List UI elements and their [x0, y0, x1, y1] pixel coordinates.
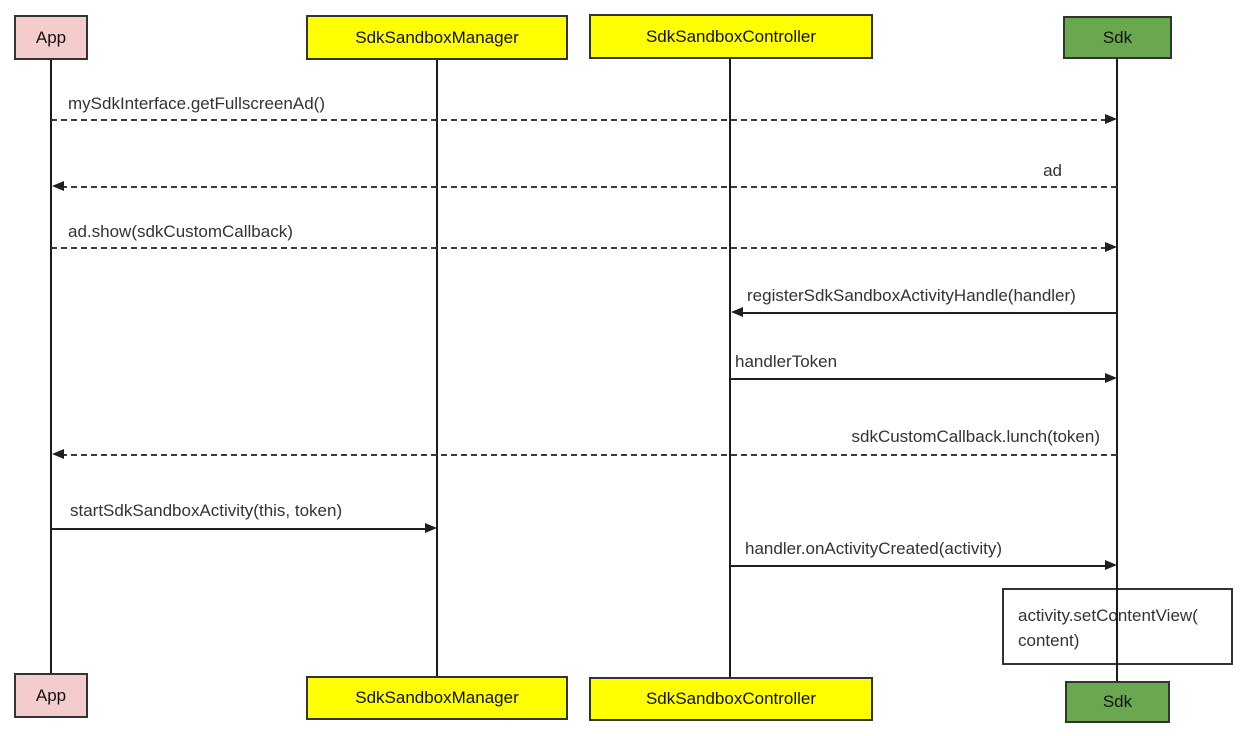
actor-sdk-sandbox-controller-label: SdkSandboxController	[645, 689, 817, 708]
actor-sdk-sandbox-manager-label: SdkSandboxManager	[355, 27, 519, 47]
message-line-1	[61, 186, 1117, 188]
note-line-0: activity.setContentView(	[1018, 606, 1198, 625]
message-arrowhead-5	[52, 449, 64, 459]
message-arrowhead-1	[52, 181, 64, 191]
message-arrowhead-0	[1105, 114, 1117, 124]
lifeline-sdk	[1116, 58, 1118, 682]
message-line-6	[51, 528, 427, 530]
message-line-2	[51, 247, 1107, 249]
actor-sdk-sandbox-manager-label: SdkSandboxManager	[355, 688, 519, 707]
message-label-7: handler.onActivityCreated(activity)	[745, 539, 1003, 558]
message-arrowhead-6	[425, 523, 437, 533]
actor-sdk-label: Sdk	[1102, 27, 1133, 47]
note-line-1: content)	[1018, 631, 1080, 650]
message-line-3	[740, 312, 1117, 314]
lifeline-sdk-sandbox-manager	[436, 59, 438, 677]
message-label-6: startSdkSandboxActivity(this, token)	[70, 501, 343, 520]
actor-sdk-sandbox-manager-top-box: SdkSandboxManager	[306, 15, 568, 60]
message-line-5	[61, 454, 1117, 456]
message-line-0	[51, 119, 1107, 121]
actor-sdk-bottom-box: Sdk	[1065, 681, 1170, 723]
message-arrowhead-7	[1105, 560, 1117, 570]
actor-sdk-label: Sdk	[1102, 692, 1133, 711]
message-arrowhead-3	[731, 307, 743, 317]
actor-app-bottom-box: App	[14, 673, 88, 718]
message-label-2: ad.show(sdkCustomCallback)	[68, 222, 293, 241]
message-line-4	[730, 378, 1107, 380]
actor-sdk-sandbox-manager-bottom-box: SdkSandboxManager	[306, 676, 568, 720]
message-label-1: ad	[1043, 161, 1062, 180]
message-label-0: mySdkInterface.getFullscreenAd()	[68, 94, 325, 113]
message-label-4: handlerToken	[735, 352, 838, 371]
actor-app-label: App	[35, 685, 67, 705]
actor-app-top-box: App	[14, 15, 88, 60]
message-arrowhead-4	[1105, 373, 1117, 383]
lifeline-sdk-sandbox-controller	[729, 58, 731, 678]
message-line-7	[730, 565, 1107, 567]
message-label-5: sdkCustomCallback.lunch(token)	[851, 427, 1101, 446]
actor-sdk-sandbox-controller-bottom-box: SdkSandboxController	[589, 677, 873, 721]
actor-sdk-sandbox-controller-label: SdkSandboxController	[645, 26, 817, 46]
actor-app-label: App	[35, 27, 67, 47]
message-arrowhead-2	[1105, 242, 1117, 252]
actor-sdk-sandbox-controller-top-box: SdkSandboxController	[589, 14, 873, 59]
actor-sdk-top-box: Sdk	[1063, 16, 1172, 59]
message-label-3: registerSdkSandboxActivityHandle(handler…	[747, 286, 1076, 305]
lifeline-app	[50, 59, 52, 674]
